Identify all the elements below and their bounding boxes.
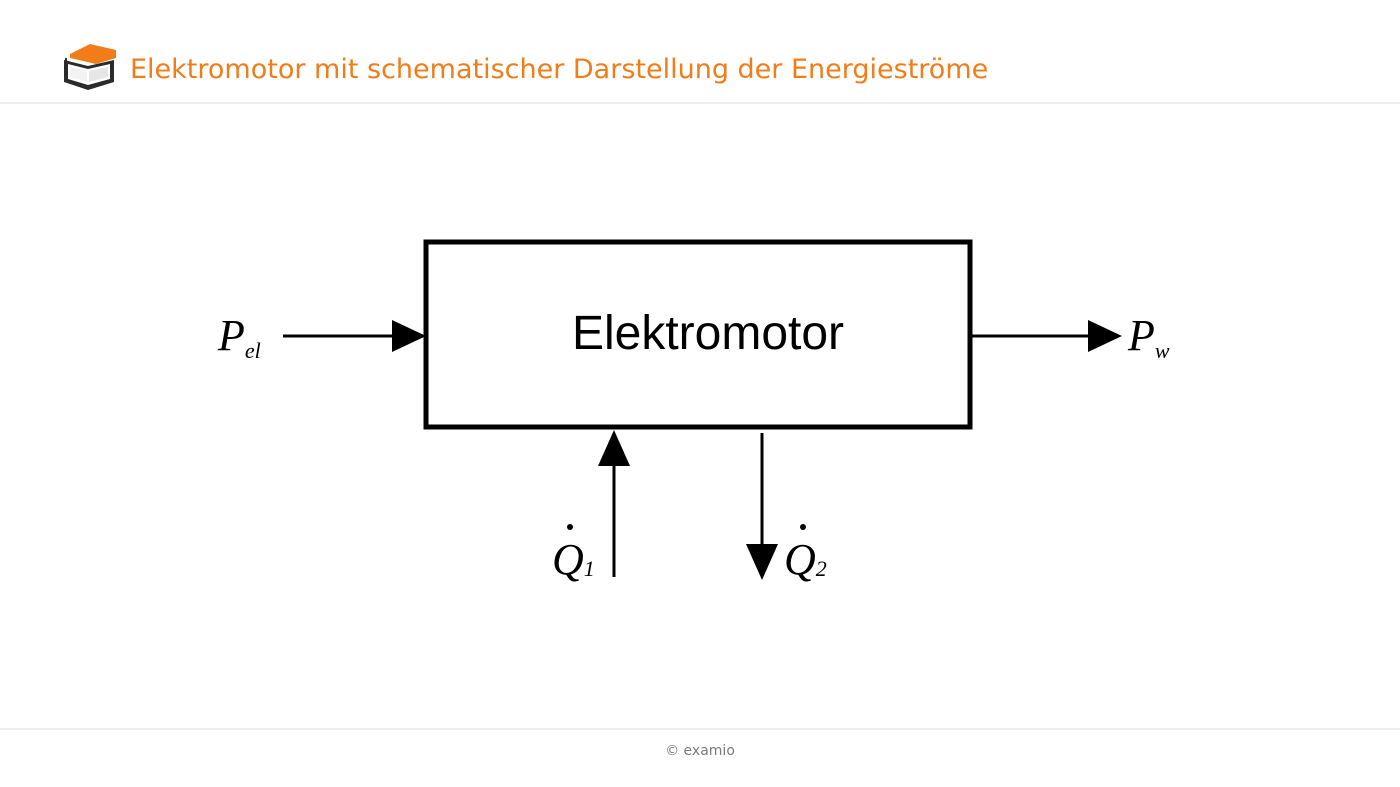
slide-header: Elektromotor mit schematischer Darstellu…	[0, 0, 1400, 104]
page-title: Elektromotor mit schematischer Darstellu…	[130, 54, 989, 85]
heat-out-arrow	[746, 433, 778, 580]
input-power-label: Pel	[217, 311, 261, 363]
heat-in-arrow	[598, 430, 630, 577]
heat-out-label: Q2	[784, 535, 827, 584]
output-power-arrow	[972, 320, 1122, 352]
heat-in-dot	[567, 524, 573, 530]
footer-copyright: © examio	[665, 743, 735, 759]
output-power-label: Pw	[1127, 311, 1170, 363]
heat-in-label: Q1	[552, 535, 595, 584]
footer-divider	[0, 728, 1400, 730]
heat-out-dot	[800, 524, 806, 530]
motor-block	[423, 239, 973, 430]
graduation-cap-logo-icon	[64, 44, 116, 90]
motor-block-label: Elektromotor	[572, 307, 844, 360]
input-power-arrow	[283, 320, 426, 352]
